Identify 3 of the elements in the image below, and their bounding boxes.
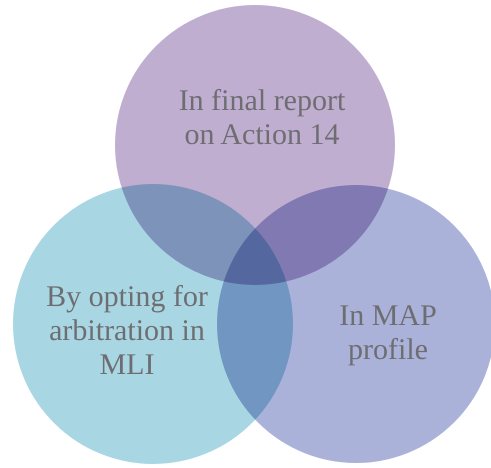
circle-label: In final report on Action 14 xyxy=(178,84,346,152)
circle-label: In MAP profile xyxy=(338,299,438,367)
circle-label: By opting for arbitration in MLI xyxy=(45,280,209,382)
